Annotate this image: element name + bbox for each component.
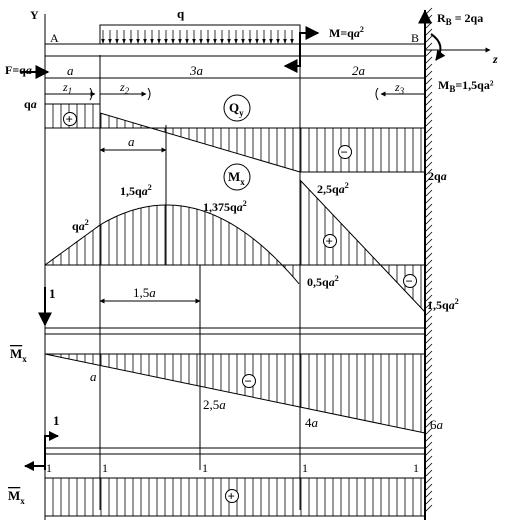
dimension-a: a <box>67 63 74 78</box>
mx-label-circle <box>223 163 251 191</box>
qy-label-circle <box>223 94 251 122</box>
qy-right-value: 2qa <box>428 169 447 183</box>
reaction-moment-arrow <box>430 33 446 61</box>
mx-value-6: 1,5qa2 <box>427 297 459 312</box>
mx-diagram: Mx qa2 1,5qa2 1,375qa2 2,5qa2 0,5qa2 1,5… <box>44 163 459 313</box>
load-q-label: q <box>177 6 185 21</box>
qy-diagram: qa 2qa Qy + − a <box>24 94 447 183</box>
qy-hatching <box>44 104 422 172</box>
reaction-force-label: RB = 2qa <box>437 11 483 27</box>
dimension-2a: 2a <box>352 63 366 78</box>
mx-sign-minus <box>403 274 417 288</box>
dimension-3a: 3a <box>189 63 204 78</box>
section-cut-marks <box>89 87 379 101</box>
reaction-moment-label: MB=1,5qa² <box>438 78 494 94</box>
mx-outline <box>44 179 426 313</box>
unit-moment-value-3: 1 <box>202 461 208 475</box>
svg-text:−: − <box>245 374 252 389</box>
unit-mx-hatching <box>52 354 422 433</box>
unit-moment-value-1: 1 <box>46 461 52 475</box>
point-b-label: B <box>411 31 419 45</box>
moment-load-label: M=qa2 <box>329 25 364 40</box>
unit-moment-arrow <box>44 431 59 470</box>
unit-force-label: 1 <box>49 286 56 301</box>
mx-value-4: 2,5qa2 <box>317 181 349 196</box>
qy-offset-dim-label: a <box>128 134 135 149</box>
point-a-label: A <box>50 31 59 45</box>
unit-mx-label: Mx <box>10 346 27 364</box>
unit-moment-value-4: 1 <box>302 461 308 475</box>
unit-mx-value-6a: 6a <box>430 417 444 432</box>
svg-text:+: + <box>66 112 73 127</box>
force-f-label: F=qa <box>5 63 32 77</box>
unit-moment-mx-label: Mx <box>8 488 25 506</box>
qy-sign-minus <box>338 145 352 159</box>
qy-sign-plus <box>63 112 77 126</box>
unit-moment-value-5: 1 <box>413 461 419 475</box>
guide-lines <box>99 55 301 510</box>
unit-mx-value-4a: 4a <box>305 415 319 430</box>
unit-moment-sign <box>225 489 239 503</box>
unit-moment-value-2: 1 <box>102 461 108 475</box>
distributed-load-arrows <box>101 30 294 44</box>
svg-text:−: − <box>341 145 348 160</box>
mx-hatching <box>52 181 422 308</box>
svg-text:+: + <box>228 489 235 504</box>
z1-label: z1 <box>62 80 72 96</box>
mx-value-1: qa2 <box>72 218 89 233</box>
mx-dim-label: 1,5a <box>133 285 156 300</box>
y-axis-label: Y <box>30 8 39 22</box>
svg-text:+: + <box>326 234 333 249</box>
unit-force-state: 1 Mx a 2,5a 4a 6a − <box>10 286 444 434</box>
mx-value-5: 0,5qa2 <box>307 274 339 289</box>
unit-moment-label: 1 <box>53 413 60 428</box>
mx-value-2: 1,5qa2 <box>120 183 152 198</box>
unit-mx-value-a: a <box>90 369 97 384</box>
wall-hatching <box>424 7 433 513</box>
unit-mx-outline <box>44 353 426 434</box>
z3-label: z3 <box>394 80 405 96</box>
svg-text:−: − <box>406 274 413 289</box>
mx-sign-plus <box>323 234 337 248</box>
mx-label: Mx <box>228 169 245 187</box>
qy-left-value: qa <box>24 97 37 111</box>
z-axis-label: z <box>492 52 498 66</box>
qy-label: Qy <box>229 100 244 118</box>
moment-load-arrow <box>283 26 320 73</box>
unit-mx-value-2-5a: 2,5a <box>203 397 226 412</box>
unit-moment-state: 1 1 1 1 1 1 Mx + <box>8 413 426 517</box>
unit-mx-sign <box>242 374 256 388</box>
mx-value-3: 1,375qa2 <box>203 199 247 214</box>
z2-label: z2 <box>119 80 130 96</box>
qy-outline <box>45 103 425 173</box>
loading-scheme: Y A B q M=qa2 F=qa RB = 2qa MB=1,5qa² z <box>5 6 498 520</box>
